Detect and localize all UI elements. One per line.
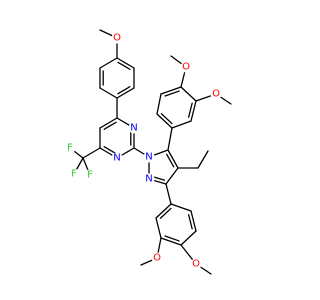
bond-py3-N4-double bbox=[103, 146, 117, 155]
atom-N4-backdrop bbox=[111, 152, 123, 164]
atom-F3-backdrop bbox=[84, 169, 96, 181]
atom-label-O1: O bbox=[113, 33, 121, 44]
atom-O1-backdrop bbox=[111, 32, 123, 44]
atom-O2-backdrop bbox=[180, 61, 192, 73]
bond-d3-d4-double bbox=[164, 235, 180, 242]
bond-b3-b4-double bbox=[164, 90, 180, 97]
bond-b1-b2-double bbox=[160, 113, 173, 125]
bond-b5-b6 bbox=[190, 100, 197, 122]
atom-label-N1: N bbox=[145, 152, 152, 163]
atom-label-F3: F bbox=[87, 170, 93, 181]
atom-N2-backdrop bbox=[143, 173, 155, 185]
bond-c3-N2-double bbox=[151, 176, 166, 181]
atom-label-N3: N bbox=[130, 123, 137, 134]
bond-d3-d4 bbox=[160, 237, 182, 246]
atom-label-O5: O bbox=[192, 259, 200, 270]
atom-N1-backdrop bbox=[143, 151, 155, 163]
atom-label-O2: O bbox=[182, 62, 190, 73]
bond-c5-c4 bbox=[167, 149, 179, 169]
atom-O4-backdrop bbox=[151, 252, 163, 264]
bond-a4-a5 bbox=[99, 87, 118, 99]
bond-py1-py2-double bbox=[103, 121, 117, 130]
bond-d5-d6-double bbox=[187, 214, 193, 230]
bond-e1-e2 bbox=[197, 150, 209, 169]
bond-py3-CF bbox=[82, 147, 101, 159]
bond-b4-b5 bbox=[180, 86, 197, 102]
atom-F1-backdrop bbox=[64, 142, 76, 154]
canvas-background bbox=[0, 0, 300, 300]
bond-b3-b4 bbox=[160, 86, 182, 95]
bond-d4-d5 bbox=[180, 230, 197, 246]
bond-b6-b1 bbox=[171, 120, 192, 129]
bond-c5-b1 bbox=[167, 127, 173, 151]
bond-b1-b2 bbox=[156, 113, 173, 129]
atom-label-F2: F bbox=[71, 169, 77, 180]
atom-label-N2: N bbox=[145, 174, 152, 185]
bond-c5-c4-double bbox=[166, 153, 175, 168]
bond-b5-b6-double bbox=[187, 102, 193, 118]
bond-c4-c3 bbox=[165, 167, 179, 185]
bond-b2-b3 bbox=[156, 93, 162, 115]
bond-py1-py2 bbox=[99, 117, 118, 129]
bond-a1-a2 bbox=[116, 57, 135, 69]
atom-label-O3: O bbox=[212, 89, 220, 100]
bond-d6-d1 bbox=[170, 203, 192, 212]
bond-d5-d6 bbox=[190, 210, 197, 232]
bond-a3-a4 bbox=[116, 87, 135, 99]
atom-F2-backdrop bbox=[68, 168, 80, 180]
atom-O3-backdrop bbox=[210, 88, 222, 100]
atom-N3-backdrop bbox=[128, 122, 140, 134]
atom-label-N4: N bbox=[113, 153, 120, 164]
bond-a3-a4-double bbox=[117, 86, 131, 95]
atom-label-F1: F bbox=[67, 143, 73, 154]
bond-a1-a2-double bbox=[117, 61, 131, 70]
bond-d1-d2 bbox=[155, 203, 172, 219]
bond-c3-d1 bbox=[165, 183, 172, 205]
bond-a6-a1 bbox=[99, 57, 118, 69]
bond-d2-d3 bbox=[155, 217, 162, 239]
bond-d1-d2-double bbox=[159, 207, 172, 219]
atom-label-O4: O bbox=[153, 253, 161, 264]
atom-O5-backdrop bbox=[190, 258, 202, 270]
